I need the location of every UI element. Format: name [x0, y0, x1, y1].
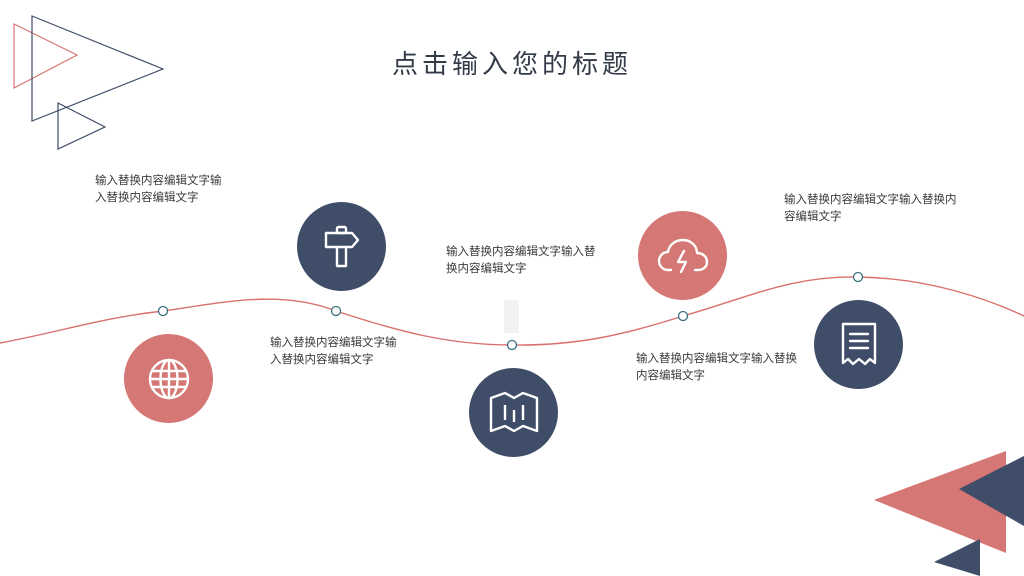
timeline-dot-3: [506, 339, 518, 351]
page-title: 点击输入您的标题: [391, 50, 632, 80]
timeline-item-2-circle: [297, 202, 386, 291]
timeline-item-4-text: 输入替换内容编辑文字输入替换内容编辑文字: [636, 351, 797, 382]
decor-triangles-top-left: [13, 15, 165, 150]
timeline-item-3-circle: [469, 368, 558, 457]
timeline-dot-4: [677, 310, 689, 322]
outline-triangle-navy-large: [31, 15, 165, 122]
receipt-icon: [841, 322, 876, 365]
timeline-item-3-text: 输入替换内容编辑文字输入替换内容编辑文字: [446, 244, 596, 275]
timeline-item-4-circle: [638, 211, 727, 300]
map-icon: [489, 391, 538, 432]
timeline-dot-1: [157, 305, 169, 317]
outline-triangle-navy-small: [57, 102, 107, 150]
timeline-item-2-text: 输入替换内容编辑文字输入替换内容编辑文字: [270, 335, 397, 366]
timeline-item-1-circle: [124, 334, 213, 423]
cloud-lightning-icon: [657, 238, 708, 273]
timeline-dot-2: [330, 305, 342, 317]
signpost-icon: [324, 225, 359, 267]
placeholder-block: [504, 300, 519, 333]
timeline-item-5-circle: [814, 300, 903, 389]
globe-icon: [148, 358, 189, 399]
outline-triangle-rose: [13, 23, 79, 89]
timeline-dot-5: [852, 271, 864, 283]
timeline-item-1-text: 输入替换内容编辑文字输入替换内容编辑文字: [95, 173, 222, 204]
timeline-item-5-text: 输入替换内容编辑文字输入替换内容编辑文字: [784, 192, 957, 223]
